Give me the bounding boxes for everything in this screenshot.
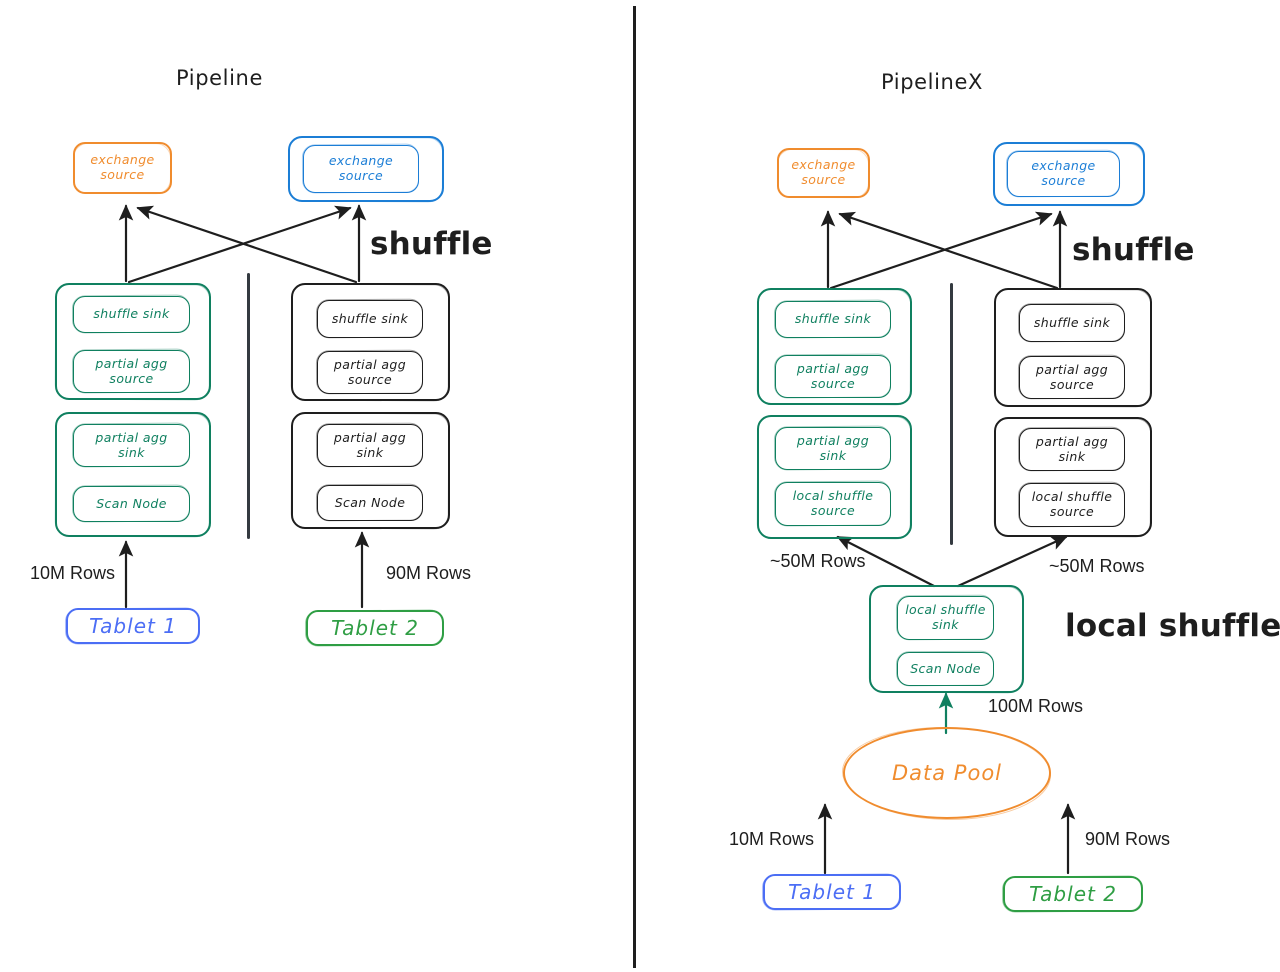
- right-black-node-local-shuffle-source[interactable]: local shuffle source: [1019, 483, 1125, 527]
- node-label: local shuffle sink: [905, 602, 986, 632]
- arrow-left-black-to-orange: [136, 205, 358, 284]
- right-pipeline-divider: [950, 283, 953, 545]
- right-exchange-source-orange-label: exchange source: [791, 157, 856, 187]
- node-label: local shuffle source: [792, 488, 874, 518]
- right-teal-node-partial-agg-sink[interactable]: partial agg sink: [775, 427, 891, 470]
- left-black-node-shuffle-sink[interactable]: shuffle sink: [317, 300, 423, 338]
- right-exchange-source-blue-outer[interactable]: [993, 142, 1145, 206]
- left-teal-group-upper[interactable]: [55, 283, 211, 400]
- left-black-node-partial-agg-source[interactable]: partial agg source: [317, 351, 423, 394]
- right-rows-50m-right: ~50M Rows: [1049, 556, 1145, 576]
- node-label: Scan Node: [910, 660, 981, 676]
- left-black-group-upper[interactable]: [291, 283, 450, 401]
- data-pool-label: Data Pool: [891, 761, 1002, 785]
- left-tablet-1-label: Tablet 1: [89, 614, 177, 638]
- right-exchange-source-orange[interactable]: exchange source: [777, 148, 870, 198]
- right-rows-100m: 100M Rows: [988, 696, 1084, 716]
- right-teal-group-upper[interactable]: [757, 288, 912, 405]
- right-black-group-upper[interactable]: [994, 288, 1152, 407]
- right-panel-title: PipelineX: [881, 70, 983, 94]
- node-label: partial agg sink: [1035, 433, 1109, 464]
- left-rows-10m: 10M Rows: [30, 563, 116, 583]
- right-black-node-shuffle-sink[interactable]: shuffle sink: [1019, 304, 1125, 342]
- left-teal-node-scan-node[interactable]: Scan Node: [73, 486, 190, 522]
- left-exchange-source-blue-outer[interactable]: [288, 136, 444, 202]
- right-teal-group-lower[interactable]: [757, 415, 912, 539]
- right-shuffle-label: shuffle: [1072, 232, 1195, 268]
- right-black-node-partial-agg-source[interactable]: partial agg source: [1019, 356, 1125, 399]
- node-label: local shuffle source: [1031, 489, 1113, 519]
- left-teal-node-partial-agg-sink[interactable]: partial agg sink: [73, 424, 190, 467]
- node-label: shuffle sink: [1033, 314, 1111, 330]
- node-label: Scan Node: [334, 494, 406, 510]
- right-rows-90m: 90M Rows: [1085, 829, 1171, 849]
- left-exchange-source-orange-label: exchange source: [90, 152, 155, 182]
- right-local-shuffle-label: local shuffle: [1065, 608, 1280, 644]
- left-black-node-partial-agg-sink[interactable]: partial agg sink: [317, 424, 423, 467]
- right-tablet-1-label: Tablet 1: [788, 880, 876, 904]
- data-pool[interactable]: Data Pool: [843, 727, 1051, 819]
- right-node-scan-node[interactable]: Scan Node: [897, 652, 994, 686]
- left-exchange-source-orange[interactable]: exchange source: [73, 142, 172, 194]
- right-rows-10m: 10M Rows: [729, 829, 815, 849]
- node-label: partial agg source: [333, 356, 407, 387]
- right-exchange-source-blue-label: exchange source: [1031, 158, 1096, 188]
- right-teal-node-local-shuffle-source[interactable]: local shuffle source: [775, 482, 891, 526]
- panel-divider: [633, 6, 636, 968]
- left-teal-group-lower[interactable]: [55, 412, 211, 537]
- left-pipeline-divider: [247, 273, 250, 539]
- arrow-right-teal-to-blue: [829, 211, 1053, 290]
- node-label: partial agg source: [1035, 361, 1109, 392]
- arrow-left-teal-to-blue: [127, 205, 352, 284]
- right-exchange-source-blue[interactable]: exchange source: [1007, 151, 1120, 197]
- left-black-node-scan-node[interactable]: Scan Node: [317, 485, 423, 521]
- node-label: partial agg sink: [796, 432, 870, 463]
- right-tablet-2[interactable]: Tablet 2: [1003, 876, 1143, 912]
- right-local-shuffle-group[interactable]: [869, 585, 1024, 693]
- node-label: partial agg sink: [95, 429, 168, 460]
- left-panel-title: Pipeline: [176, 66, 263, 90]
- right-black-group-lower[interactable]: [994, 417, 1152, 537]
- node-label: shuffle sink: [93, 306, 170, 322]
- left-tablet-2-label: Tablet 2: [331, 616, 419, 640]
- node-label: Scan Node: [96, 495, 167, 511]
- right-tablet-2-label: Tablet 2: [1029, 882, 1117, 906]
- right-rows-50m-left: ~50M Rows: [770, 551, 866, 571]
- arrow-right-black-to-orange: [838, 211, 1059, 290]
- node-label: partial agg sink: [333, 429, 407, 460]
- right-teal-node-shuffle-sink[interactable]: shuffle sink: [775, 301, 891, 338]
- node-label: shuffle sink: [331, 310, 409, 326]
- left-exchange-source-blue[interactable]: exchange source: [303, 145, 419, 193]
- left-teal-node-shuffle-sink[interactable]: shuffle sink: [73, 296, 190, 333]
- node-label: partial agg source: [95, 355, 168, 386]
- right-black-node-partial-agg-sink[interactable]: partial agg sink: [1019, 428, 1125, 471]
- left-black-group-lower[interactable]: [291, 412, 450, 529]
- left-shuffle-label: shuffle: [370, 226, 493, 262]
- node-label: partial agg source: [796, 360, 870, 391]
- node-label: shuffle sink: [794, 311, 872, 327]
- right-node-local-shuffle-sink[interactable]: local shuffle sink: [897, 596, 994, 640]
- left-teal-node-partial-agg-source[interactable]: partial agg source: [73, 350, 190, 393]
- left-rows-90m: 90M Rows: [386, 563, 472, 583]
- right-tablet-1[interactable]: Tablet 1: [763, 874, 901, 910]
- left-exchange-source-blue-label: exchange source: [328, 153, 394, 183]
- left-tablet-2[interactable]: Tablet 2: [306, 610, 444, 646]
- left-tablet-1[interactable]: Tablet 1: [66, 608, 200, 644]
- right-teal-node-partial-agg-source[interactable]: partial agg source: [775, 355, 891, 398]
